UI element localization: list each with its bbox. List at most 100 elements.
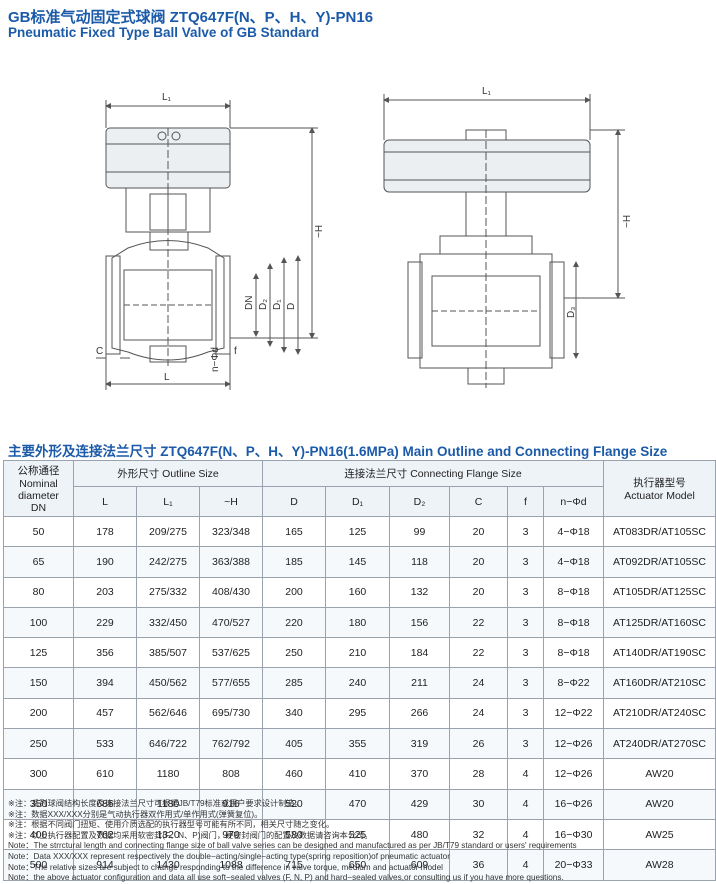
table-cell: 408/430 [198, 576, 264, 608]
label-DN: DN [244, 296, 255, 310]
column-header: L [73, 486, 137, 517]
table-cell: AT092DR/AT105SC [603, 546, 716, 578]
table-cell: 160 [325, 576, 391, 608]
table-cell: 22 [449, 637, 509, 669]
table-cell: 125 [3, 637, 74, 669]
table-cell: 20−Φ33 [543, 849, 605, 881]
table-cell: 646/722 [136, 728, 200, 760]
table-cell: 26 [449, 728, 509, 760]
table-cell: 4−Φ18 [543, 546, 605, 578]
notes: ※注：系列球阀结构长度及连接法兰尺寸可根据JB/T79标准或用户要求设计制造。※… [8, 799, 577, 884]
table-cell: 210 [325, 637, 391, 669]
table-cell: 200 [262, 576, 327, 608]
note-line: Note：Data XXX/XXX represent respectively… [8, 851, 450, 861]
header-dn-en2: diameter [18, 490, 59, 502]
table-cell: AT083DR/AT105SC [603, 515, 716, 548]
table-cell: 30 [449, 788, 509, 820]
table-cell: 132 [389, 576, 451, 608]
table-cell: 12−Φ26 [543, 728, 605, 760]
table-cell: 295 [325, 697, 391, 730]
label-C: C [96, 346, 103, 357]
table-cell: 24 [449, 667, 509, 699]
table-cell: 650 [325, 849, 391, 881]
side-view [383, 94, 625, 388]
table-cell: 211 [389, 667, 451, 699]
table-cell: 610 [73, 758, 137, 790]
table-cell: 715 [262, 849, 327, 881]
table-cell: 8−Φ22 [543, 667, 605, 699]
table-cell: 394 [73, 667, 137, 699]
label-f: f [234, 346, 237, 357]
table-cell: 185 [262, 546, 327, 578]
table-cell: 180 [325, 606, 391, 639]
table-cell: 20 [449, 546, 509, 578]
table-cell: AW20 [603, 758, 716, 790]
table-cell: 28 [449, 758, 509, 790]
table-cell: 356 [73, 637, 137, 669]
header-outline: 外形尺寸 Outline Size [72, 460, 264, 487]
table-cell: 4 [507, 849, 545, 881]
table-cell: 500 [3, 849, 74, 881]
table-cell: 20 [449, 515, 509, 548]
section-title: 主要外形及连接法兰尺寸 ZTQ647F(N、P、H、Y)-PN16(1.6MPa… [8, 444, 668, 459]
table-cell: 229 [73, 606, 137, 639]
table-cell: 209/275 [136, 515, 200, 548]
header-dn-en1: Nominal [19, 478, 58, 490]
table-cell: 916 [198, 788, 264, 820]
table-cell: 36 [449, 849, 509, 881]
table-cell: 808 [198, 758, 264, 790]
table-cell: 24 [449, 697, 509, 730]
table-cell: 363/388 [198, 546, 264, 578]
table-cell: 99 [389, 515, 451, 548]
header-flange: 连接法兰尺寸 Connecting Flange Size [262, 460, 605, 487]
table-cell: 460 [262, 758, 327, 790]
label-H: ~H [314, 225, 325, 238]
note-line: Note：The relative sizes are subject to c… [8, 862, 443, 872]
label-L: L [164, 372, 170, 383]
table-cell: 3 [507, 667, 545, 699]
table-cell: AT140DR/AT190SC [603, 637, 716, 669]
label-L1: L₁ [162, 92, 172, 103]
table-cell: 145 [325, 546, 391, 578]
table-cell: 1088 [198, 849, 264, 881]
table-cell: 319 [389, 728, 451, 760]
table-cell: 520 [262, 788, 327, 820]
table-cell: 332/450 [136, 606, 200, 639]
table-cell: 3 [507, 546, 545, 578]
table-cell: 470 [325, 788, 391, 820]
table-cell: 609 [389, 849, 451, 881]
table-cell: AT240DR/AT270SC [603, 728, 716, 760]
column-header: D₁ [325, 486, 391, 517]
table-cell: 562/646 [136, 697, 200, 730]
table-cell: 8−Φ18 [543, 637, 605, 669]
table-cell: 410 [325, 758, 391, 790]
column-header: L₁ [136, 486, 200, 517]
table-cell: 1180 [136, 788, 200, 820]
header-actuator-cn: 执行器型号 [633, 477, 686, 489]
note-line: Note：the above actuator configuration an… [8, 873, 564, 883]
header-actuator: 执行器型号 Actuator Model [603, 460, 716, 517]
table-cell: 400 [3, 818, 74, 851]
page-title-en: Pneumatic Fixed Type Ball Valve of GB St… [8, 25, 320, 40]
table-cell: AW20 [603, 788, 716, 820]
table-cell: 266 [389, 697, 451, 730]
table-cell: AT210DR/AT240SC [603, 697, 716, 730]
table-cell: 370 [389, 758, 451, 790]
column-header: D₂ [389, 486, 451, 517]
table-cell: 3 [507, 576, 545, 608]
table-cell: 150 [3, 667, 74, 699]
table-cell: AW25 [603, 818, 716, 851]
column-header: ~H [198, 486, 264, 517]
table-cell: AT125DR/AT160SC [603, 606, 716, 639]
column-header: n−Φd [543, 486, 605, 517]
table-cell: 165 [262, 515, 327, 548]
page-title-cn: GB标准气动固定式球阀 ZTQ647F(N、P、H、Y)-PN16 [8, 9, 374, 26]
table-cell: 537/625 [198, 637, 264, 669]
label-D: D [286, 303, 297, 310]
table-cell: 405 [262, 728, 327, 760]
note-line: ※注：以上执行器配置及数据均采用软密封(F、N、P)阀门，硬密封阀门的配置及数据… [8, 830, 373, 840]
